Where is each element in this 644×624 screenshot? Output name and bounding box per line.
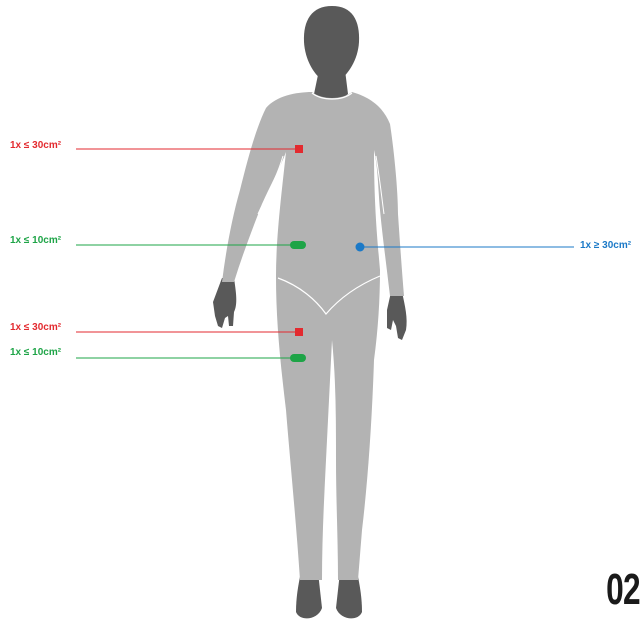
measure-label-waist: 1x ≤ 10cm² (10, 235, 61, 247)
marker-abdomen (356, 243, 365, 252)
head (304, 6, 359, 80)
left-hand (213, 278, 236, 328)
right-hand (387, 292, 407, 340)
measure-label-thigh-lower: 1x ≤ 10cm² (10, 347, 61, 359)
bodysuit (222, 92, 404, 580)
marker-thigh-lower (290, 354, 306, 362)
marker-waist (290, 241, 306, 249)
human-figure (213, 6, 407, 618)
measure-label-abdomen: 1x ≥ 30cm² (580, 240, 631, 252)
measure-label-chest: 1x ≤ 30cm² (10, 140, 61, 152)
marker-chest (295, 145, 303, 153)
page-number: 02 (606, 565, 640, 615)
marker-thigh-upper (295, 328, 303, 336)
neck (314, 70, 348, 99)
measure-label-thigh-upper: 1x ≤ 30cm² (10, 322, 61, 334)
